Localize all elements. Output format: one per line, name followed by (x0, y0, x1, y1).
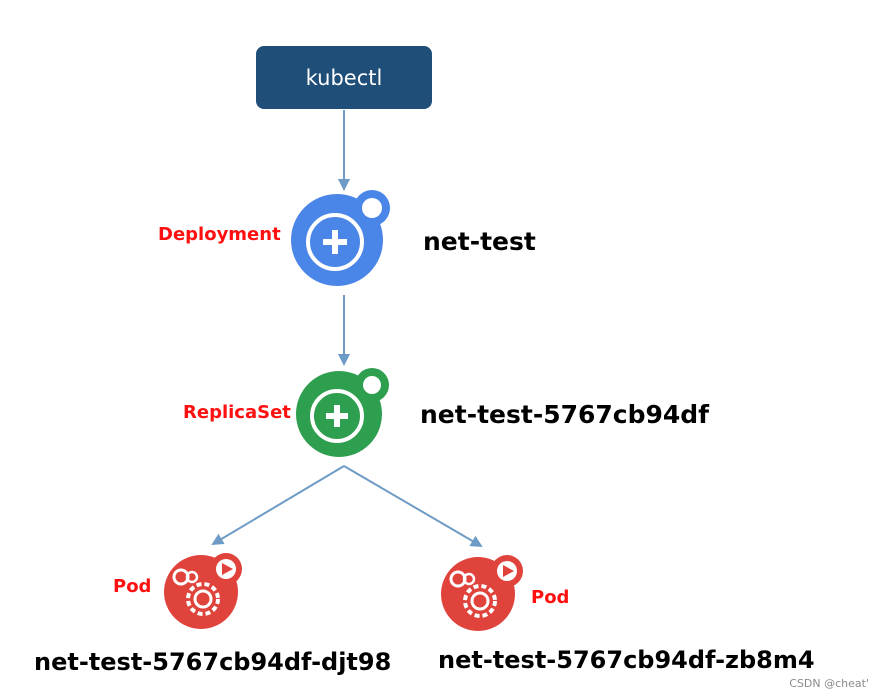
replicaset-icon (296, 368, 389, 457)
kubectl-label: kubectl (305, 65, 383, 90)
deployment-icon (291, 190, 390, 286)
pod-1-type-label: Pod (113, 576, 152, 597)
pod-2-type-label: Pod (531, 587, 570, 608)
watermark: CSDN @cheat' (789, 677, 869, 690)
kubectl-node: kubectl (256, 46, 432, 109)
deployment-type-label: Deployment (158, 224, 281, 245)
replicaset-type-label: ReplicaSet (183, 402, 291, 423)
deployment-name: net-test (423, 227, 536, 256)
arrow-replicaset-to-pod-1 (211, 465, 345, 546)
pod-icon-2 (441, 555, 523, 631)
arrow-replicaset-to-pod-2 (343, 465, 483, 548)
pod-2-name: net-test-5767cb94df-zb8m4 (438, 646, 815, 674)
replicaset-name: net-test-5767cb94df (420, 400, 710, 429)
pod-icon-1 (164, 553, 242, 629)
pod-1-name: net-test-5767cb94df-djt98 (34, 648, 392, 676)
